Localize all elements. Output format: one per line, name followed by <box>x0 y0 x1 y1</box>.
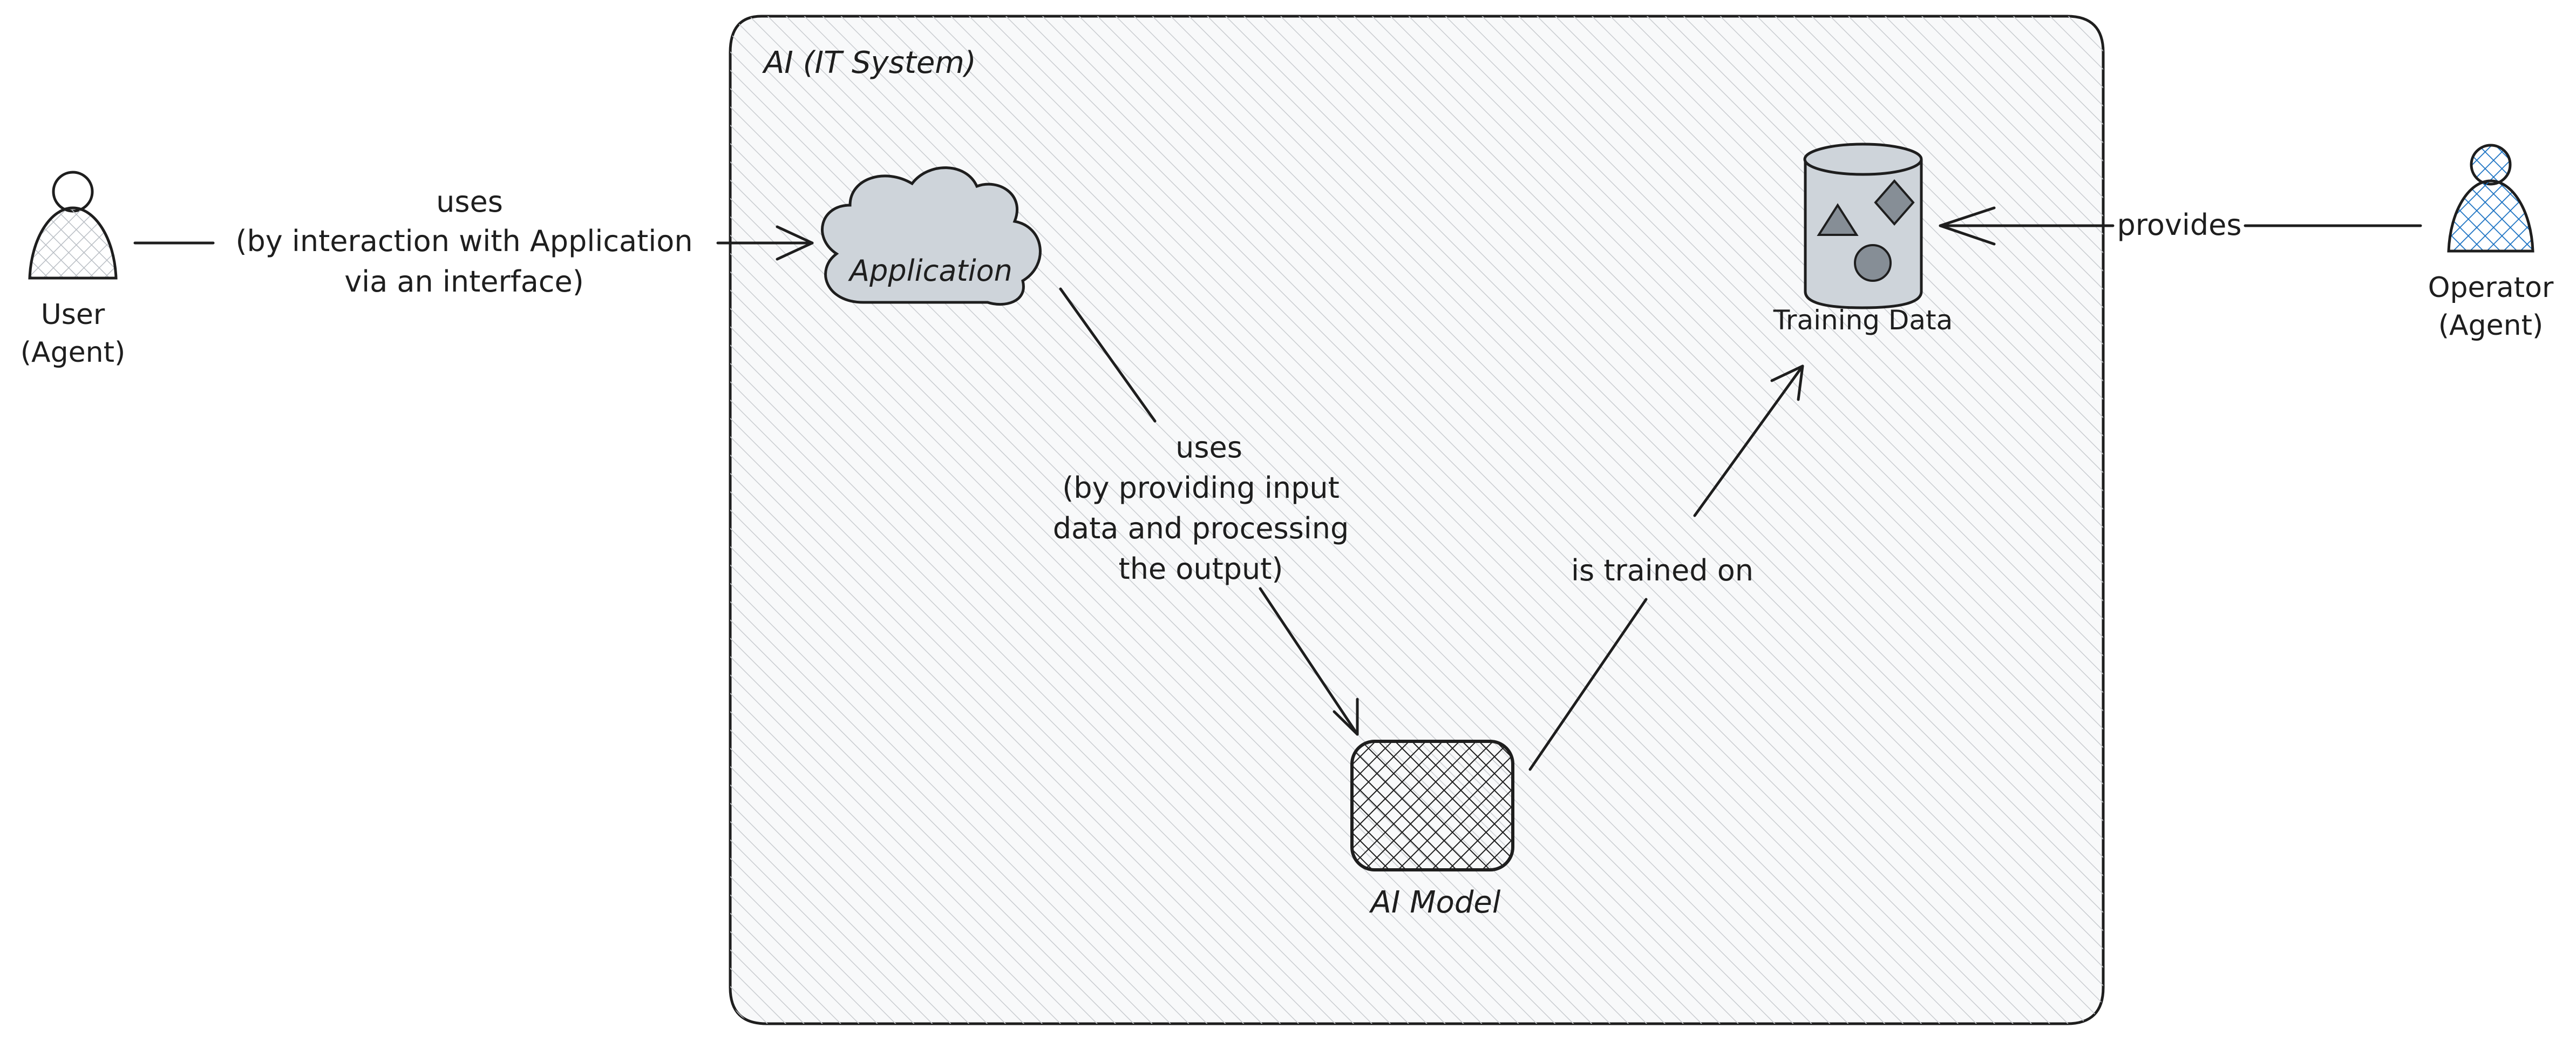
circle-icon <box>1854 244 1892 282</box>
user-actor: User (Agent) <box>21 171 126 369</box>
operator-body-icon <box>2447 179 2534 253</box>
arrowhead-icon <box>1770 364 1804 401</box>
edge-model-training-data-label: is trained on <box>1571 553 1753 587</box>
user-body-icon <box>28 206 118 280</box>
system-container: AI (IT System) <box>729 15 2105 1025</box>
edge-operator-training-data-label: provides <box>2117 208 2242 242</box>
arrowhead-icon <box>1333 698 1359 736</box>
training-data-node: Training Data <box>1773 143 1953 336</box>
user-label: User <box>41 299 105 331</box>
arrowhead-icon <box>776 225 814 261</box>
user-head-icon <box>52 171 94 213</box>
ai-model-label: AI Model <box>1369 885 1501 920</box>
application-node: Application <box>821 166 1042 306</box>
edge-application-model: uses (by providing input data and proces… <box>1053 287 1359 736</box>
edge-application-model-label-4: the output) <box>1119 552 1283 586</box>
operator-label: Operator <box>2428 272 2554 304</box>
edge-application-model-label-2: (by providing input <box>1062 471 1340 505</box>
edge-operator-training-data: provides <box>1939 206 2422 246</box>
ai-model-node: AI Model <box>1350 740 1514 920</box>
diamond-icon <box>1874 179 1915 226</box>
cloud-icon <box>821 166 1042 306</box>
edge-user-application-label-2: (by interaction with Application <box>235 224 692 258</box>
system-title: AI (IT System) <box>762 45 976 80</box>
training-data-label: Training Data <box>1773 305 1953 336</box>
ai-model-box <box>1350 740 1514 871</box>
edge-user-application-label-3: via an interface) <box>344 265 584 299</box>
edge-user-application: uses (by interaction with Application vi… <box>133 185 814 299</box>
edge-application-model-label-3: data and processing <box>1053 511 1349 545</box>
application-label: Application <box>848 254 1012 288</box>
edge-model-training-data: is trained on <box>1528 364 1804 771</box>
edge-application-model-label-1: uses <box>1175 430 1242 464</box>
user-label-agent: (Agent) <box>21 336 126 369</box>
edge-user-application-label-1: uses <box>436 185 503 219</box>
arrowhead-icon <box>1939 206 1996 246</box>
operator-actor: Operator (Agent) <box>2428 144 2554 342</box>
triangle-icon <box>1817 203 1859 236</box>
operator-head-icon <box>2470 144 2512 186</box>
operator-label-agent: (Agent) <box>2438 309 2544 342</box>
